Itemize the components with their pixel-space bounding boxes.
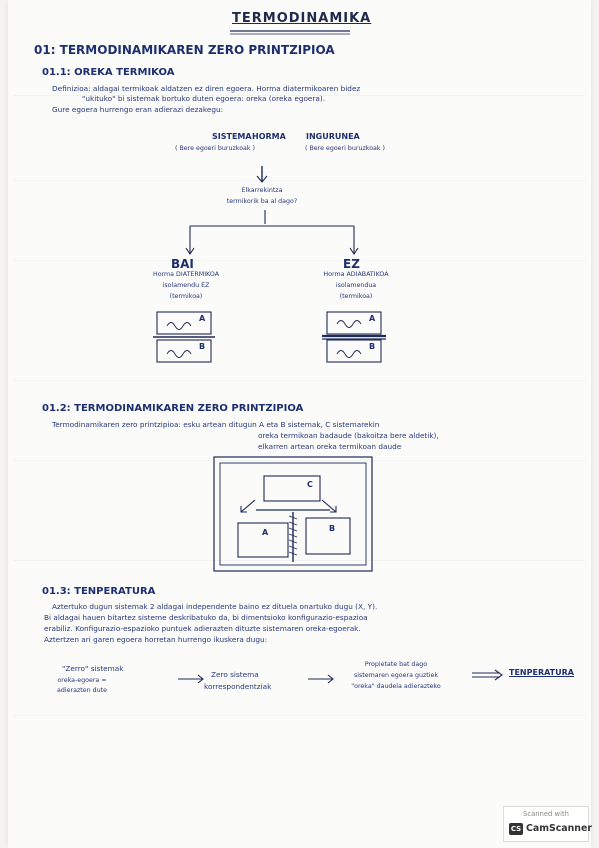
zero-principle-line-2: oreka termikoan badaude (bakoitza bere a…	[258, 431, 439, 440]
ruled-line	[14, 260, 585, 261]
box-label-a-center: A	[262, 528, 269, 537]
flow-step-3-line-2: sistemaren egoera guztiek	[353, 672, 439, 679]
label-sistema-sub: ( Bere egoeri buruzkoak )	[174, 145, 256, 152]
definition-line-1: Definizioa: aldagai termikoak aldatzen e…	[52, 84, 361, 93]
subsection-heading-temperature: 01.3: TENPERATURA	[42, 586, 156, 597]
flow-step-2-line-2: korrespondentziak	[204, 682, 272, 691]
ruled-line	[14, 380, 585, 381]
label-sistema: SISTEMA	[212, 132, 252, 141]
temperature-line-3: erabiliz. Konfigurazio-espazioko puntuek…	[44, 624, 361, 633]
box-label-a-right: A	[369, 314, 376, 323]
branch-no-line-3: (termikoa)	[339, 293, 373, 300]
question-line-1: Elkarrekintza	[241, 187, 283, 194]
branch-no-line-1: Horma ADIABATIKOA	[323, 271, 389, 278]
branch-no-line-2: isolamendua	[335, 282, 377, 289]
scanned-with-label: Scanned with	[523, 810, 569, 818]
branch-yes-line-3: (termikoa)	[169, 293, 203, 300]
camscanner-name: CamScanner	[526, 823, 592, 834]
flow-result-temperature: TENPERATURA	[509, 668, 574, 677]
ruled-line	[14, 560, 585, 561]
camscanner-badge: Scanned with CS CamScanner	[503, 806, 592, 842]
label-horma: HORMA	[252, 132, 286, 141]
flow-step-1-line-3: adierazten dute	[57, 687, 107, 694]
subsection-heading-thermal-equilibrium: 01.1: OREKA TERMIKOA	[42, 67, 175, 78]
notebook-page	[8, 0, 591, 848]
box-label-b-center: B	[329, 524, 336, 533]
label-ingurunea-sub: ( Bere egoeri buruzkoak )	[304, 145, 386, 152]
subsection-heading-zero-principle: 01.2: TERMODINAMIKAREN ZERO PRINTZIPIOA	[42, 403, 304, 414]
question-line-2: termikorik ba al dago?	[226, 198, 298, 205]
branch-yes-line-1: Horma DIATERMIKOA	[152, 271, 219, 278]
definition-line-3: Gure egoera hurrengo eran adierazi dezak…	[52, 105, 224, 114]
flow-step-1-line-2: oreka-egoera =	[57, 677, 107, 684]
branch-no-label: EZ	[343, 257, 360, 271]
box-label-c: C	[307, 480, 313, 489]
box-label-a-left: A	[199, 314, 206, 323]
flow-step-2-line-1: Zero sistema	[211, 670, 259, 679]
camscanner-logo-icon: CS	[509, 823, 523, 835]
section-heading-zero-principle: 01: TERMODINAMIKAREN ZERO PRINTZIPIOA	[34, 43, 335, 57]
ruled-line	[14, 460, 585, 461]
zero-principle-line-3: elkarren artean oreka termikoan daude	[258, 442, 402, 451]
flow-step-3-line-3: "oreka" daudela adierazteko	[351, 683, 441, 690]
ruled-line	[14, 715, 585, 716]
branch-yes-line-2: isolamendu EZ	[162, 282, 210, 289]
temperature-line-4: Aztertzen ari garen egoera horretan hurr…	[44, 635, 268, 644]
ruled-line	[14, 180, 585, 181]
temperature-line-1: Aztertuko dugun sistemak 2 aldagai indep…	[52, 602, 378, 611]
page-title: TERMODINAMIKA	[232, 11, 372, 26]
temperature-line-2: Bi aldagai hauen bitartez sisteme deskri…	[44, 613, 368, 622]
flow-step-3-line-1: Propietate bat dago	[364, 661, 428, 668]
zero-principle-line-1: Termodinamikaren zero printzipioa: esku …	[52, 420, 380, 429]
definition-line-2: "ukituko" bi sistemak bortuko duten egoe…	[82, 94, 326, 103]
box-label-b-left: B	[199, 342, 206, 351]
ruled-line	[14, 95, 585, 96]
label-ingurunea: INGURUNEA	[306, 132, 360, 141]
branch-yes-label: BAI	[171, 257, 194, 271]
flow-step-1-line-1: "Zerro" sistemak	[62, 664, 124, 673]
box-label-b-right: B	[369, 342, 376, 351]
